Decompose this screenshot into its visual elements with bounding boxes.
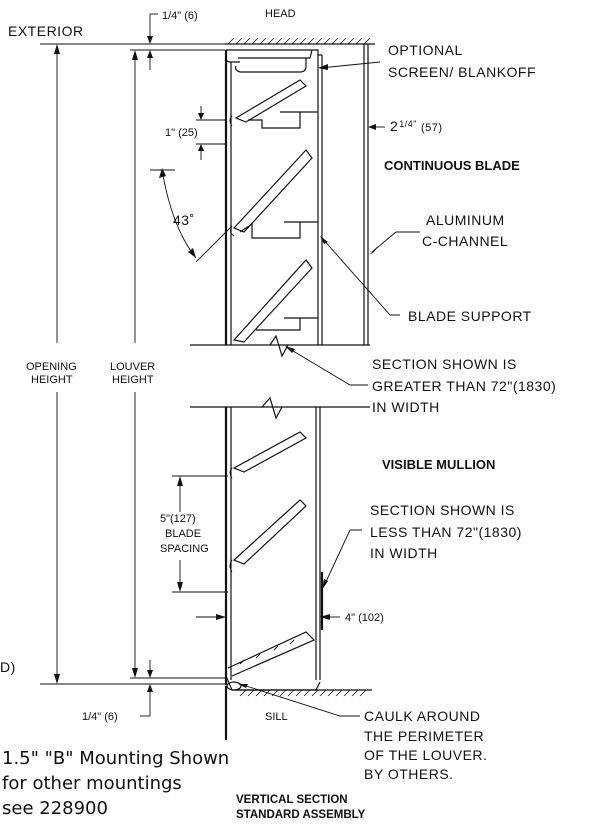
visible-mullion-label: VISIBLE MULLION — [382, 457, 495, 472]
louver-label-1: LOUVER — [110, 361, 155, 373]
continuous-blades — [229, 79, 318, 343]
aluminum-label-2: C-CHANNEL — [422, 233, 508, 249]
aluminum-label-1: ALUMINUM — [426, 212, 505, 228]
caulk-label-1: CAULK AROUND — [364, 708, 480, 724]
leader-lines — [238, 61, 420, 717]
d-paren-label: D) — [0, 659, 16, 675]
mounting-note-3: see 228900 — [2, 798, 108, 819]
optional-label-2: SCREEN/ BLANKOFF — [388, 64, 536, 80]
section-b-label-3: IN WIDTH — [370, 545, 438, 561]
spacing-label-2: BLADE — [165, 528, 201, 540]
mounting-note-1: 1.5" "B" Mounting Shown — [2, 748, 229, 769]
break-line-upper — [190, 334, 370, 358]
one-inch-label: 1" (25) — [165, 127, 198, 139]
frame-upper — [224, 44, 369, 345]
head-label: HEAD — [265, 8, 296, 20]
head-structure — [225, 37, 375, 45]
section-b-label-2: LESS THAN 72"(1830) — [370, 524, 522, 540]
louver-label-2: HEIGHT — [112, 374, 154, 386]
caulk-label-2: THE PERIMETER — [364, 728, 484, 744]
optional-label-1: OPTIONAL — [388, 42, 463, 58]
section-a-label-2: GREATER THAN 72"(1830) — [372, 378, 556, 394]
section-b-label-1: SECTION SHOWN IS — [370, 502, 515, 518]
frame-lower — [224, 407, 324, 691]
angle-label: 43˚ — [173, 212, 195, 228]
continuous-blade-label: CONTINUOUS BLADE — [384, 158, 520, 173]
caulk-label-3: OF THE LOUVER. — [364, 747, 487, 763]
blade-support-label: BLADE SUPPORT — [408, 308, 532, 324]
spacing-label-3: SPACING — [160, 543, 209, 555]
section-a-label-3: IN WIDTH — [372, 399, 440, 415]
depth-label-main: 21/4"(57) — [390, 118, 443, 134]
dimension-lines — [40, 13, 385, 717]
title-line-1: VERTICAL SECTION — [236, 794, 348, 806]
caulk-label-4: BY OTHERS. — [364, 766, 454, 782]
break-line-lower — [190, 396, 370, 420]
opening-label-2: HEIGHT — [31, 374, 73, 386]
sill-structure — [224, 681, 372, 740]
bottom-gap-label: 1/4" (6) — [82, 711, 118, 723]
mounting-note-2: for other mountings — [2, 773, 182, 794]
title-line-2: STANDARD ASSEMBLY — [236, 809, 366, 821]
sill-label: SILL — [265, 711, 288, 723]
exterior-label: EXTERIOR — [8, 23, 84, 39]
opening-label-1: OPENING — [26, 361, 77, 373]
section-a-label-1: SECTION SHOWN IS — [372, 356, 517, 372]
four-inch-label: 4" (102) — [345, 612, 384, 624]
spacing-label-1: 5"(127) — [160, 513, 196, 525]
top-gap-label: 1/4" (6) — [162, 10, 198, 22]
